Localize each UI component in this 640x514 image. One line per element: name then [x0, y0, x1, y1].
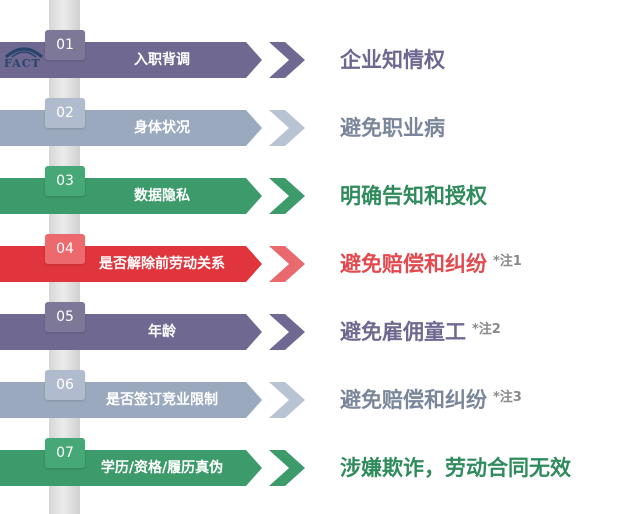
step-outcome: 避免赔偿和纠纷 *注1 [340, 246, 522, 282]
step-band [0, 314, 262, 350]
step-label: 身体状况 [134, 120, 190, 136]
logo-text: FACT [4, 57, 41, 70]
chevron-right-icon [269, 246, 305, 282]
step-number: 03 [45, 166, 85, 196]
step-outcome-text: 明确告知和授权 [340, 184, 487, 208]
chevron-right-icon [269, 42, 305, 78]
step-outcome-text: 避免雇佣童工 [340, 320, 466, 344]
step-band [0, 42, 262, 78]
chevron-right-icon [269, 450, 305, 486]
step-label: 入职背调 [134, 52, 190, 68]
step-outcome-text: 避免职业病 [340, 116, 445, 140]
step-outcome: 涉嫌欺诈，劳动合同无效 [340, 450, 577, 486]
chevron-right-icon [269, 382, 305, 418]
step-row-06: 是否签订竞业限制 06 避免赔偿和纠纷 *注3 [0, 357, 640, 425]
step-label: 是否签订竞业限制 [106, 392, 218, 408]
chevron-right-icon [269, 110, 305, 146]
step-number: 07 [45, 438, 85, 468]
fact-logo: FACT [4, 44, 44, 72]
step-number: 05 [45, 302, 85, 332]
step-outcome-text: 涉嫌欺诈，劳动合同无效 [340, 456, 571, 480]
step-row-05: 年龄 05 避免雇佣童工 *注2 [0, 289, 640, 357]
step-row-02: 身体状况 02 避免职业病 [0, 85, 640, 153]
step-label: 是否解除前劳动关系 [99, 256, 225, 272]
step-row-01: 入职背调 01 企业知情权 [0, 17, 640, 85]
step-number: 02 [45, 98, 85, 128]
step-note: *注1 [493, 254, 522, 269]
step-outcome-text: 避免赔偿和纠纷 [340, 252, 487, 276]
step-outcome-text: 企业知情权 [340, 48, 445, 72]
logo-arc-icon [5, 47, 43, 58]
step-number: 04 [45, 234, 85, 264]
step-outcome: 避免赔偿和纠纷 *注3 [340, 382, 522, 418]
step-band [0, 110, 262, 146]
step-outcome: 避免职业病 [340, 110, 451, 146]
step-label: 学历/资格/履历真伪 [100, 460, 224, 476]
step-number: 06 [45, 370, 85, 400]
step-row-03: 数据隐私 03 明确告知和授权 [0, 153, 640, 221]
chevron-right-icon [269, 178, 305, 214]
step-outcome: 企业知情权 [340, 42, 451, 78]
step-note: *注2 [472, 322, 501, 337]
step-band [0, 450, 262, 486]
step-outcome: 明确告知和授权 [340, 178, 493, 214]
chevron-right-icon [269, 314, 305, 350]
step-row-04: 是否解除前劳动关系 04 避免赔偿和纠纷 *注1 [0, 221, 640, 289]
step-outcome: 避免雇佣童工 *注2 [340, 314, 501, 350]
step-band [0, 246, 262, 282]
step-label: 年龄 [148, 324, 176, 340]
step-row-07: 学历/资格/履历真伪 07 涉嫌欺诈，劳动合同无效 [0, 425, 640, 493]
step-band [0, 382, 262, 418]
step-label: 数据隐私 [134, 188, 190, 204]
step-note: *注3 [493, 390, 522, 405]
step-band [0, 178, 262, 214]
step-number: 01 [45, 30, 85, 60]
step-outcome-text: 避免赔偿和纠纷 [340, 388, 487, 412]
